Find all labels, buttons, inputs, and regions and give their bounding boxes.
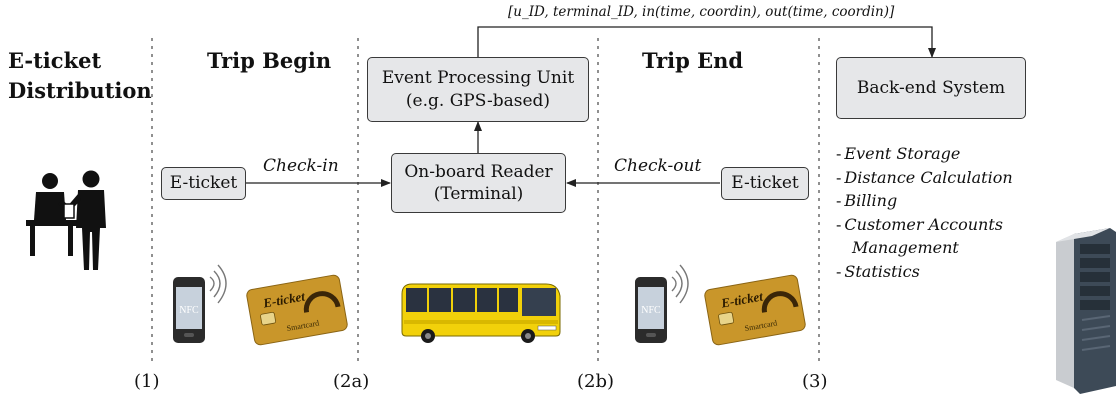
task-item: -Distance Calculation [836, 167, 1013, 187]
backend-task-list: -Event Storage -Distance Calculation -Bi… [836, 142, 1013, 283]
server-icon [1056, 228, 1116, 394]
eticket-box-left: E-ticket [161, 167, 246, 200]
card-title-text: E-ticket [261, 289, 306, 311]
nfc-phone-icon-right: NFC [635, 264, 689, 343]
event-unit-line1: Event Processing Unit [381, 68, 575, 89]
trip-begin-heading: Trip Begin [207, 48, 332, 73]
task-item: -Statistics [836, 261, 920, 281]
task-item: -Billing [836, 191, 898, 210]
task-item-continued: Management [852, 238, 959, 257]
phone-nfc-text: NFC [179, 305, 199, 316]
onboard-reader-box: On-board Reader (Terminal) [391, 153, 566, 213]
check-out-label: Check-out [614, 156, 702, 176]
nfc-phone-icon: NFC [173, 264, 227, 343]
check-in-label: Check-in [263, 156, 339, 176]
step-label-2b: (2b) [577, 371, 615, 392]
step-label-3: (3) [802, 371, 828, 392]
card-title-text-right: E-ticket [719, 289, 764, 311]
reader-line1: On-board Reader [404, 161, 553, 182]
eticket-box-right: E-ticket [721, 167, 809, 200]
ticket-counter-icon [26, 170, 106, 270]
step-label-1: (1) [134, 371, 160, 392]
arrow-event-to-backend [477, 26, 936, 58]
step-label-2a: (2a) [333, 371, 370, 392]
task-item: -Event Storage [836, 144, 961, 163]
distribution-heading-line2: Distribution [8, 78, 152, 104]
phone-nfc-text-right: NFC [641, 305, 661, 316]
smartcard-icon: E-ticket Smartcard [246, 274, 348, 346]
message-format-label: [u_ID, terminal_ID, in(time, coordin), o… [508, 4, 895, 20]
event-processing-unit-box: Event Processing Unit (e.g. GPS-based) [367, 57, 589, 122]
task-item: -Customer Accounts [836, 214, 1003, 234]
distribution-heading: E-ticket Distribution [8, 46, 152, 107]
trip-end-heading: Trip End [642, 48, 744, 73]
event-unit-line2: (e.g. GPS-based) [405, 90, 551, 111]
reader-line2: (Terminal) [433, 184, 524, 204]
backend-system-box: Back-end System [836, 57, 1026, 119]
distribution-heading-line1: E-ticket [8, 48, 102, 73]
bus-icon [401, 283, 561, 343]
smartcard-icon-right: E-ticket Smartcard [704, 274, 806, 346]
